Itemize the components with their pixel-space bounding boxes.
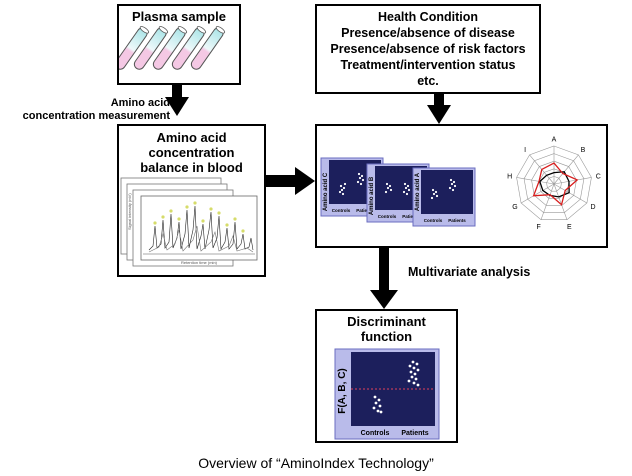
radar-spoke-H xyxy=(516,177,555,185)
multivariate-analysis-label: Multivariate analysis xyxy=(408,265,531,279)
arrow-right-head xyxy=(295,167,315,195)
health-condition-title: Health Condition xyxy=(378,10,478,24)
analysis-box: Amino acid C Controls Patients Amino aci… xyxy=(315,124,608,248)
panel-amino-acid-a: Amino acid A Controls Patients xyxy=(412,167,476,227)
discriminant-panel: F(A, B, C) Controls Patients xyxy=(334,348,440,440)
radar-chart: A B C D E F G H I xyxy=(507,137,601,231)
radar-axis-label-F: F xyxy=(536,224,540,231)
chromatogram-ylabel: Signal intensity (mV) xyxy=(127,193,132,230)
panel-a-ylabel: Amino acid A xyxy=(415,172,421,211)
radar-axis-label-H: H xyxy=(507,174,512,181)
analysis-graphics: Amino acid C Controls Patients Amino aci… xyxy=(320,137,601,231)
test-tube-4 xyxy=(171,26,207,70)
test-tube-2 xyxy=(133,26,169,70)
discriminant-xlabel-controls: Controls xyxy=(361,430,390,437)
test-tube-5 xyxy=(190,26,226,70)
panel-c-xlabel-controls: Controls xyxy=(332,208,351,213)
radar-axis-label-G: G xyxy=(512,204,517,211)
test-tube-1 xyxy=(119,26,150,70)
panel-a-xlabel-patients: Patients xyxy=(448,218,466,223)
discriminant-xlabel-patients: Patients xyxy=(401,430,428,437)
arrow-down-plasma-head xyxy=(165,97,189,116)
radar-spoke-G xyxy=(520,183,555,204)
chromatogram-xlabel: Retention time (min) xyxy=(181,260,218,265)
radar-ring-2 xyxy=(523,153,585,213)
radar-axis-label-B: B xyxy=(581,147,586,154)
radar-spoke-F xyxy=(540,183,555,220)
figure-caption: Overview of “AminoIndex Technology” xyxy=(198,455,434,471)
radar-series-patients xyxy=(532,162,579,206)
discriminant-function-title: Discriminant function xyxy=(347,314,426,344)
health-line-treatment: Treatment/intervention status xyxy=(340,58,516,72)
discriminant-ylabel: F(A, B, C) xyxy=(337,368,348,414)
plasma-sample-box: Plasma sample xyxy=(117,4,241,85)
radar-ring-3 xyxy=(531,160,577,206)
radar-spoke-D xyxy=(553,183,588,204)
panel-a-xlabel-controls: Controls xyxy=(424,218,443,223)
amino-acid-measurement-label: Amino acid concentration measurement xyxy=(22,97,170,122)
panel-c-xlabel-patients: Patients xyxy=(356,208,374,213)
panel-b-ylabel: Amino acid B xyxy=(369,176,375,215)
health-line-disease: Presence/absence of disease xyxy=(341,26,515,40)
panel-b-xlabel-controls: Controls xyxy=(378,214,397,219)
arrow-right-shaft xyxy=(266,175,296,187)
amino-acid-balance-title: Amino acid concentration balance in bloo… xyxy=(140,130,243,175)
radar-axis-label-A: A xyxy=(552,137,557,144)
health-condition-box: Health Condition Presence/absence of dis… xyxy=(315,4,541,94)
arrow-down-health-head xyxy=(427,105,451,124)
radar-ring-1 xyxy=(516,145,592,221)
test-tubes xyxy=(119,26,226,70)
health-line-etc: etc. xyxy=(417,74,439,88)
plasma-sample-title: Plasma sample xyxy=(132,9,226,24)
patients-points xyxy=(407,360,420,387)
amino-acid-balance-box: Amino acid concentration balance in bloo… xyxy=(117,124,266,277)
radar-series-controls xyxy=(539,171,570,198)
peak-markers xyxy=(153,201,245,233)
radar-spoke-C xyxy=(553,177,592,185)
radar-axis-label-I: I xyxy=(524,147,526,154)
controls-points xyxy=(372,395,383,414)
discriminant-function-box: Discriminant function F(A, B, C) Control… xyxy=(315,309,458,443)
radar-spoke-E xyxy=(553,183,568,220)
radar-spoke-B xyxy=(553,154,579,185)
panel-c-ylabel: Amino acid C xyxy=(323,172,329,211)
arrow-down-analysis-shaft xyxy=(379,248,389,292)
radar-axis-label-C: C xyxy=(596,174,601,181)
health-line-risk: Presence/absence of risk factors xyxy=(330,42,526,56)
test-tube-3 xyxy=(152,26,188,70)
chromatogram-peaks xyxy=(148,205,254,253)
radar-axis-label-D: D xyxy=(590,204,595,211)
arrow-down-health-shaft xyxy=(434,92,444,106)
chromatogram-stack: Signal intensity (mV) Retention time (mi… xyxy=(120,177,258,267)
arrow-down-analysis-head xyxy=(370,290,398,309)
arrow-down-plasma-shaft xyxy=(172,84,182,98)
radar-ring-5 xyxy=(546,176,562,192)
radar-axis-label-E: E xyxy=(567,224,572,231)
panel-b-xlabel-patients: Patients xyxy=(402,214,420,219)
health-condition-text: Health Condition Presence/absence of dis… xyxy=(317,9,539,89)
chromatogram-front xyxy=(140,195,258,261)
